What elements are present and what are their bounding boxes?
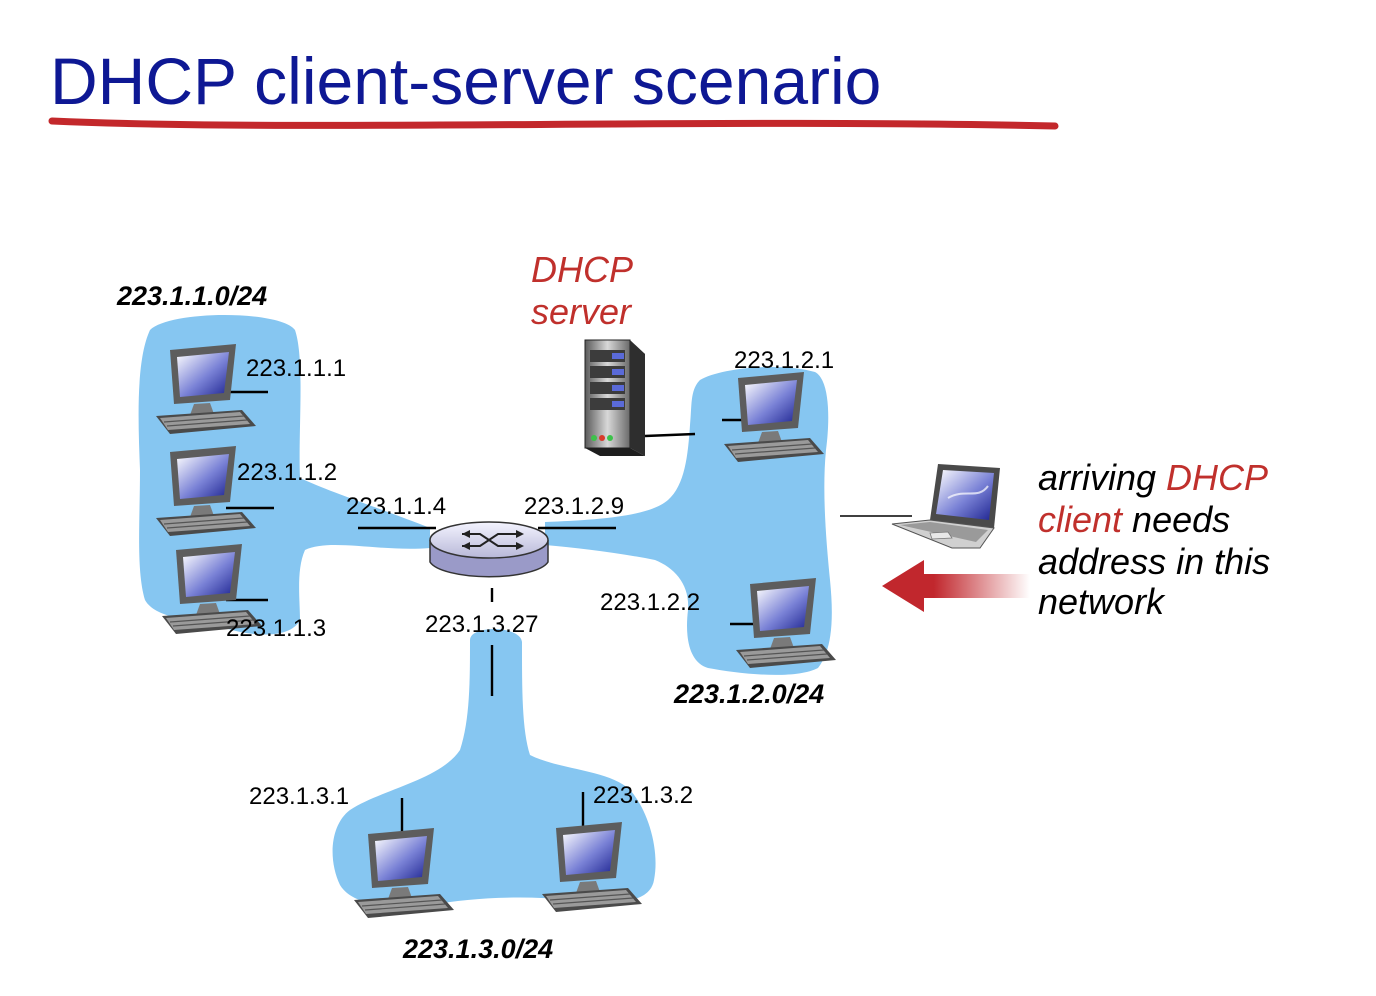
- arrow-left-icon: [882, 560, 1030, 612]
- server-tower-icon: [584, 339, 645, 456]
- dhcp-server-label: server: [531, 291, 633, 332]
- interface-label: 223.1.2.9: [524, 493, 624, 520]
- interface-label: 223.1.1.4: [346, 493, 446, 520]
- interface-label: 223.1.2.2: [600, 589, 700, 616]
- client-note-line: address in this: [1038, 541, 1270, 582]
- link-server: [644, 432, 696, 438]
- page-title: DHCP client-server scenario: [50, 44, 881, 118]
- interface-label: 223.1.1.3: [226, 615, 326, 642]
- interface-label: 223.1.3.2: [593, 782, 693, 809]
- interface-label: 223.1.2.1: [734, 347, 834, 374]
- interface-label: 223.1.3.27: [425, 611, 538, 638]
- dhcp-server-label: DHCP: [531, 249, 633, 290]
- subnet-label-223-1-2-0: 223.1.2.0/24: [673, 679, 824, 709]
- client-note-line: arriving DHCP: [1038, 457, 1268, 498]
- subnet-label-223-1-1-0: 223.1.1.0/24: [116, 281, 267, 311]
- router-icon: [429, 521, 549, 578]
- interface-label: 223.1.1.1: [246, 355, 346, 382]
- interface-label: 223.1.1.2: [237, 459, 337, 486]
- client-note-line: client needs: [1038, 499, 1230, 540]
- subnet-label-223-1-3-0: 223.1.3.0/24: [402, 934, 553, 964]
- laptop-icon: [891, 464, 1000, 549]
- interface-label: 223.1.3.1: [249, 783, 349, 810]
- title-underline: [48, 117, 1059, 130]
- client-note-line: network: [1038, 581, 1166, 622]
